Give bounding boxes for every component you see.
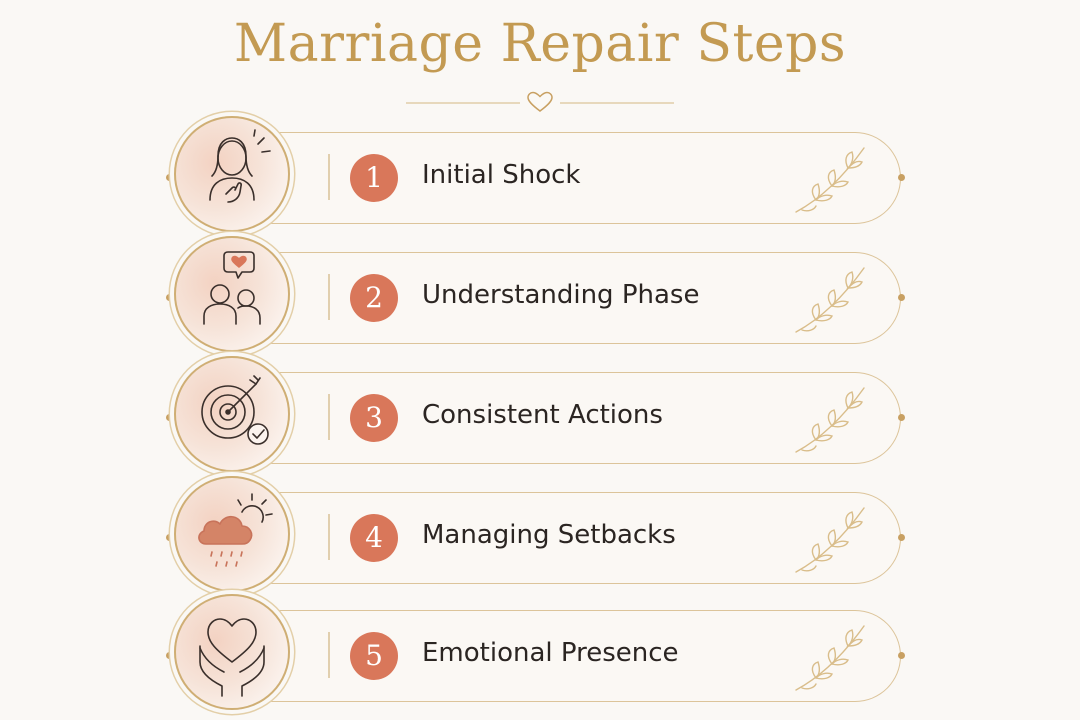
hands-holding-heart-icon: [199, 618, 265, 697]
step-label: Initial Shock: [422, 160, 581, 190]
step-label: Understanding Phase: [422, 280, 700, 310]
cloud-rain-sun-icon: [198, 493, 273, 567]
step-3: 3 Consistent Actions: [0, 356, 1080, 482]
leaf-sprig-icon: [795, 267, 865, 333]
leaf-sprig-icon: [795, 507, 865, 573]
heart-icon: [527, 91, 553, 112]
page-title: Marriage Repair Steps: [233, 14, 847, 74]
step-4: 4 Managing Setbacks: [0, 476, 1080, 602]
step-icon-circle: [174, 236, 290, 352]
leaf-sprig-icon: [795, 625, 865, 691]
step-label: Managing Setbacks: [422, 520, 676, 550]
step-number-badge: 2: [350, 274, 398, 322]
step-icon-circle: [174, 116, 290, 232]
step-label: Consistent Actions: [422, 400, 663, 430]
step-number-badge: 3: [350, 394, 398, 442]
leaf-sprig-icon: [795, 387, 865, 453]
step-icon-circle: [174, 476, 290, 592]
two-people-heart-bubble-icon: [203, 251, 261, 325]
leaf-sprig-icon: [795, 147, 865, 213]
step-number-badge: 4: [350, 514, 398, 562]
step-icon-circle: [174, 356, 290, 472]
step-1: 1 Initial Shock: [0, 116, 1080, 242]
step-2: 2 Understanding Phase: [0, 236, 1080, 362]
step-5: 5 Emotional Presence: [0, 594, 1080, 720]
step-card: [268, 252, 901, 344]
step-icon-circle: [174, 594, 290, 710]
step-number-badge: 5: [350, 632, 398, 680]
step-number-badge: 1: [350, 154, 398, 202]
step-label: Emotional Presence: [422, 638, 679, 668]
person-hand-on-chest-icon: [209, 129, 271, 203]
title-divider: [406, 91, 674, 112]
target-arrow-check-icon: [201, 375, 269, 445]
